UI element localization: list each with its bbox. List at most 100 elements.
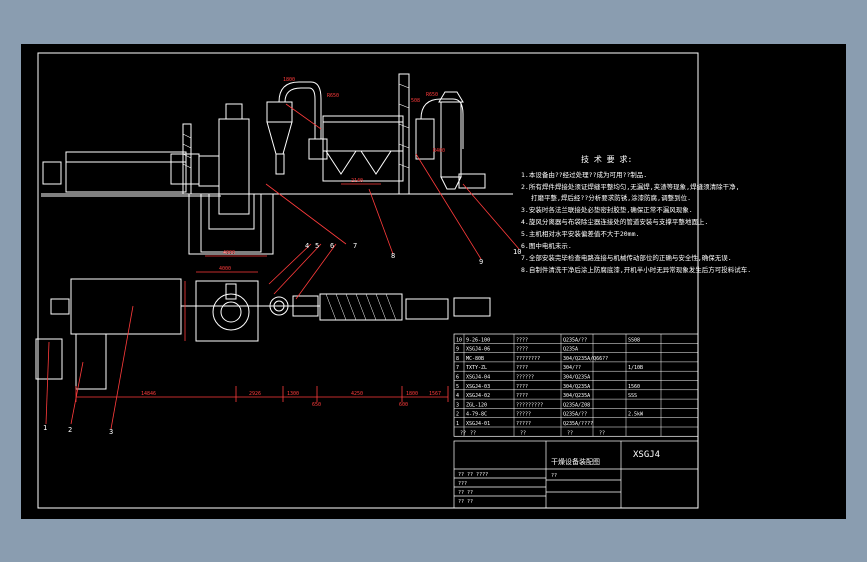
dim-r650: R650 (327, 93, 339, 99)
plan-view (35, 278, 491, 390)
note-line: 4.旋风分离器与布袋除尘器连接处的管道安装与支撑平整地面上. (521, 217, 708, 226)
parts-table-header-cell: ?? (567, 430, 573, 436)
dim-top-b: 1800 (283, 77, 295, 83)
dim-4250: 4250 (351, 391, 363, 397)
parts-table-cell: 2.5kW (628, 412, 644, 418)
dim-2926: 2926 (249, 391, 261, 397)
note-line: 1.本设备由??经过处理??成为可用??制品. (521, 170, 647, 179)
parts-table-cell: 5 (456, 384, 459, 390)
parts-table-cell: MC-80B (466, 356, 484, 362)
assembly-drawing: 1800 R650 508 R650 2140 R400 4000 4000 1… (21, 44, 846, 519)
title-row: ?? (551, 473, 557, 479)
parts-table-cell: XSGJ4-03 (466, 384, 490, 390)
parts-table-cell: XSGJ4-01 (466, 421, 490, 427)
note-line: 打磨平整,焊后经??分析要求防锈,涂漆防腐,调整到位. (531, 193, 691, 202)
parts-table-cell: 2 (456, 412, 459, 418)
parts-table-cell: 304/Q235A/Q66?? (563, 356, 608, 362)
dim-14846: 14846 (141, 391, 156, 397)
parts-table-cell: ???? (516, 337, 528, 343)
parts-table-cell: TXTY-ZL (466, 365, 487, 371)
parts-table-cell: XSGJ4-06 (466, 347, 490, 353)
callout-7a: 7 (353, 242, 357, 250)
parts-table-cell: 9 (456, 347, 459, 353)
callout-2: 2 (68, 426, 72, 434)
callout-3: 3 (109, 428, 113, 436)
parts-table-cell: Q235A/Z08 (563, 402, 590, 408)
title-block (453, 440, 699, 509)
parts-table-cell: ?????? (516, 375, 534, 381)
parts-table-cell: ???? (516, 347, 528, 353)
note-line: 2.所有焊件焊接处须证焊缝平整均匀,无漏焊,夹渣等现象,焊缝须清除干净, (521, 182, 739, 191)
note-line: 8.自制件清洗干净后涂上防腐底漆,开机半小时无异常现象发生后方可投料试车. (521, 265, 751, 274)
parts-table-cell: 304/Q235A (563, 393, 590, 399)
parts-table-cell: ????? (516, 421, 531, 427)
parts-table-cell: 7 (456, 365, 459, 371)
dim-650: 650 (312, 402, 321, 408)
parts-table-cell: 9-26-100 (466, 337, 490, 343)
parts-table-cell: ????????? (516, 402, 543, 408)
parts-table-cell: ???? (516, 384, 528, 390)
parts-table-cell: ???????? (516, 356, 540, 362)
callout-6: 6 (330, 242, 334, 250)
dim-1567: 1567 (429, 391, 441, 397)
dim-1800: 1800 (406, 391, 418, 397)
note-line: 3.安装时各法兰联接处必垫密封胶垫,确保正常不漏风现象. (521, 205, 693, 214)
parts-table-header-cell: ?? (470, 430, 476, 436)
note-line: 6.图中电机未示. (521, 241, 572, 250)
drawing-name: 干燥设备装配图 (551, 457, 600, 466)
title-row: ?? ?? ???? (458, 472, 488, 478)
note-line: 5.主机相对水平安装偏差值不大于20mm. (521, 229, 639, 238)
parts-table-cell: XSGJ4-04 (466, 375, 490, 381)
callout-10: 10 (513, 248, 521, 256)
drawing-sheet: 1800 R650 508 R650 2140 R400 4000 4000 1… (21, 44, 846, 519)
dim-top-c: 508 (411, 98, 420, 104)
hatch-marks (182, 83, 410, 169)
dim-600: 600 (399, 402, 408, 408)
dim-r650b: R650 (426, 92, 438, 98)
parts-table-cell: 304/Q235A (563, 384, 590, 390)
notes-heading: 技 术 要 求: (581, 154, 632, 164)
parts-table-cell: 1560 (628, 384, 640, 390)
dim-2140: 2140 (351, 178, 363, 184)
parts-table-cell: 10 (456, 337, 462, 343)
title-row: ??? (458, 481, 467, 487)
title-row: ?? ?? (458, 490, 473, 496)
dim-r400: R400 (433, 148, 445, 154)
parts-table-cell: 304/?? (563, 365, 581, 371)
parts-table-cell: Q235A (563, 347, 578, 353)
callout-8: 8 (391, 252, 395, 260)
parts-table-cell: 3 (456, 402, 459, 408)
parts-table-frame (453, 333, 699, 437)
parts-table-header-cell: ?? (460, 430, 466, 436)
parts-table-cell: 4-79-8C (466, 412, 487, 418)
parts-table-cell: 304/Q235A (563, 375, 590, 381)
parts-table-cell: Q235A/???? (563, 421, 593, 427)
title-row: ?? ?? (458, 499, 473, 505)
dim-w: 4000 (219, 266, 231, 272)
parts-table-cell: SSS (628, 393, 637, 399)
parts-table-cell: ???? (516, 365, 528, 371)
drawing-frame (21, 44, 846, 519)
parts-table-cell: ???? (516, 393, 528, 399)
parts-table-header-cell: ?? (520, 430, 526, 436)
parts-table-cell: 1 (456, 421, 459, 427)
filter-hatching (325, 293, 397, 321)
parts-table-cell: ZGL-120 (466, 402, 487, 408)
callouts: 1 2 3 4 5 6 7 8 9 10 (43, 242, 521, 436)
parts-table-cell: 4 (456, 393, 459, 399)
callout-5: 5 (315, 242, 319, 250)
parts-table-cell: Q235A/?? (563, 412, 587, 418)
drawing-number: XSGJ4 (633, 450, 660, 460)
technical-notes: 技 术 要 求: 1.本设备由??经过处理??成为可用??制品. 2.所有焊件焊… (521, 154, 751, 274)
callout-1: 1 (43, 424, 47, 432)
callout-4: 4 (305, 242, 309, 250)
callout-9: 9 (479, 258, 483, 266)
dim-1300: 1300 (287, 391, 299, 397)
parts-table-header-cell: ?? (599, 430, 605, 436)
parts-table-cell: Q235A/?? (563, 337, 587, 343)
note-line: 7.全部安装完毕检查电路连接与机械传动部位的正确与安全性,确保无误. (521, 253, 732, 262)
elevation-view (41, 73, 513, 255)
dimension-lines (45, 103, 520, 430)
parts-table-cell: 6 (456, 375, 459, 381)
